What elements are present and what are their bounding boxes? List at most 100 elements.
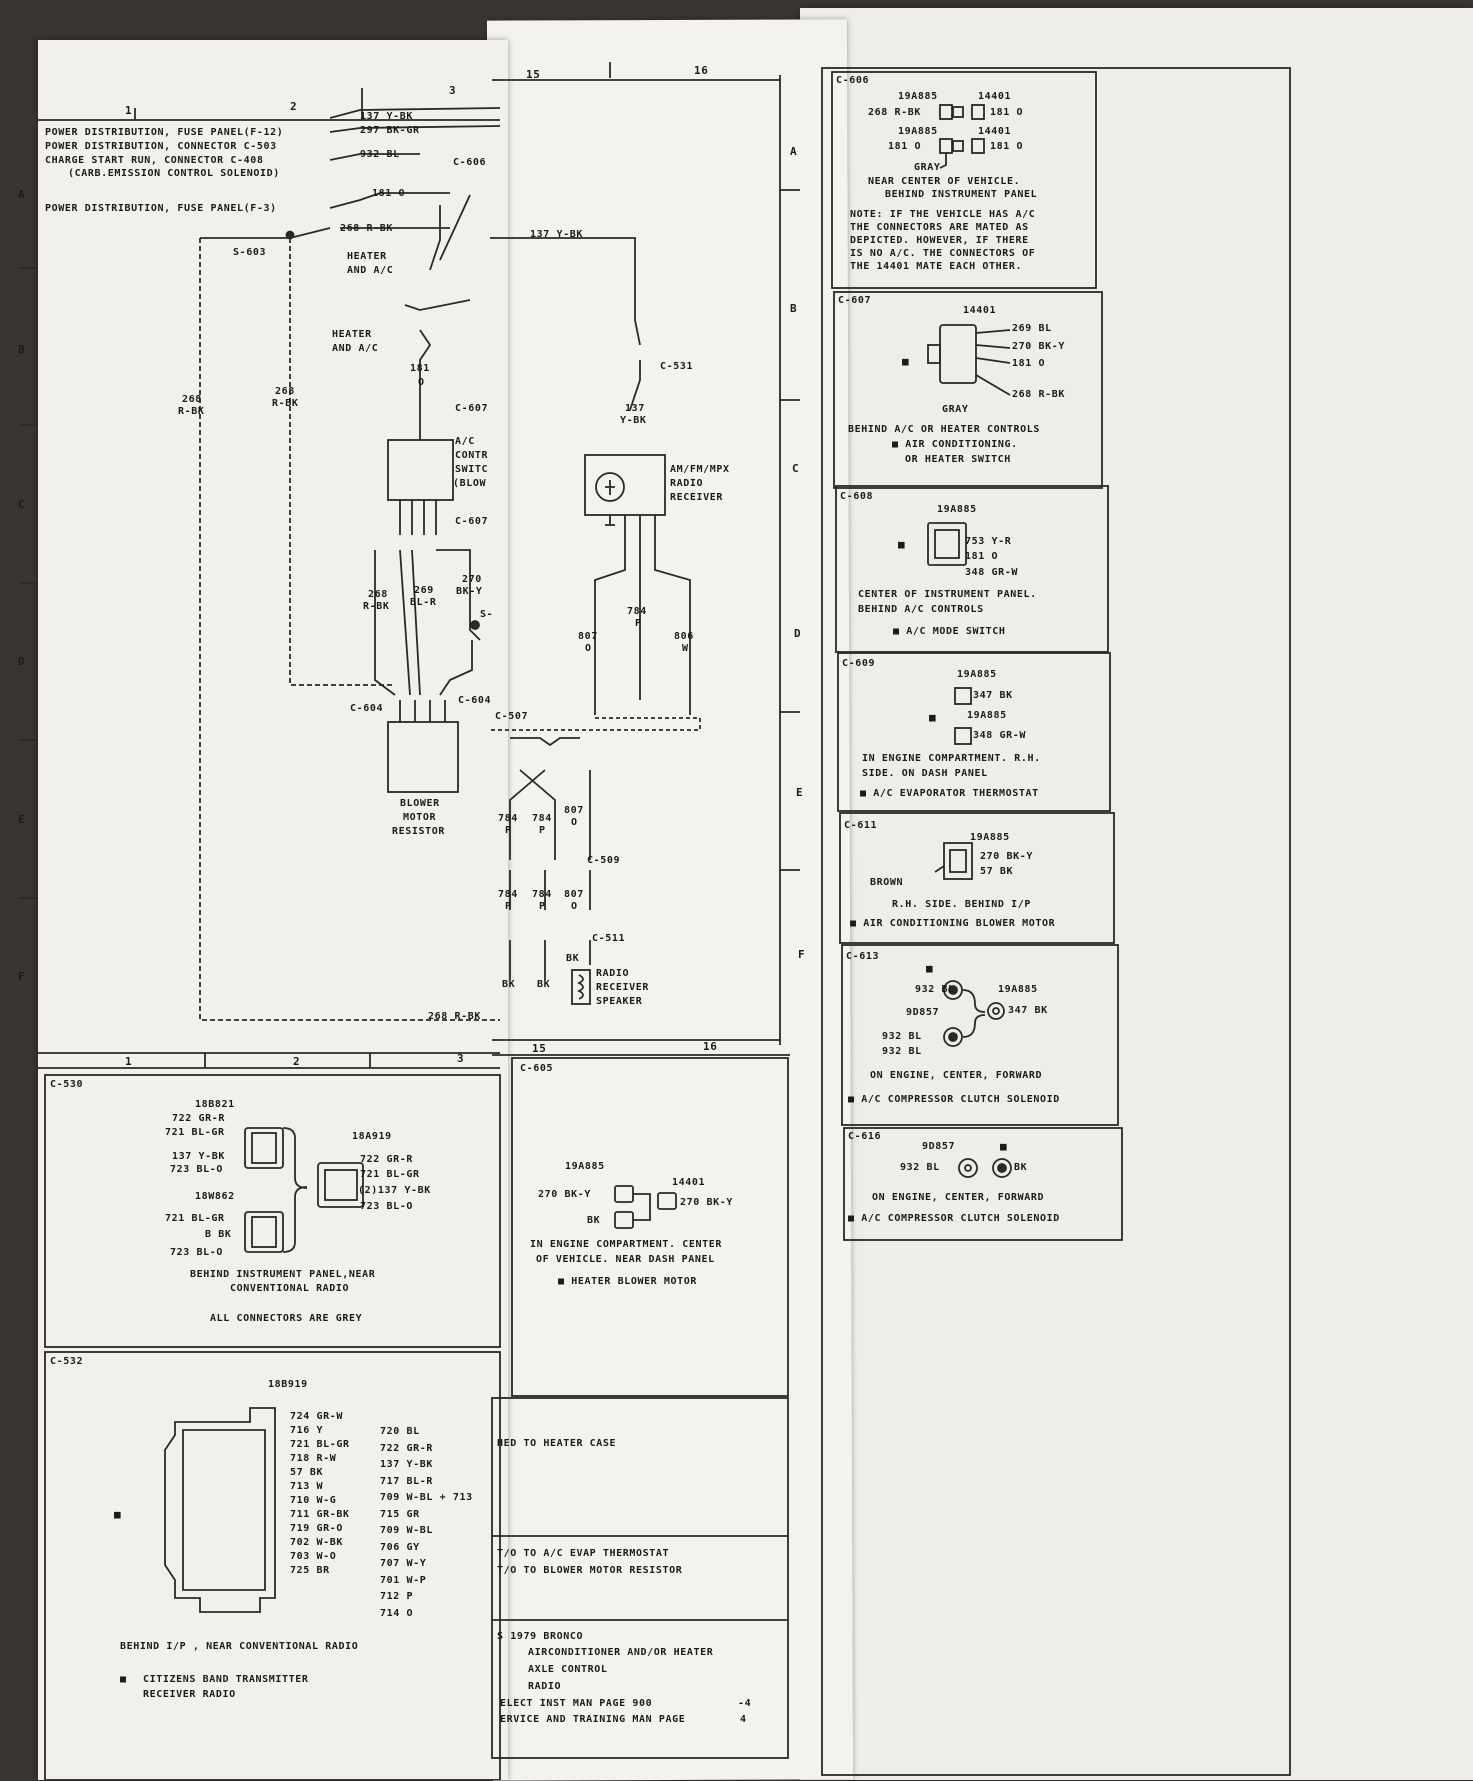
- wire-label: 722 GR-R: [360, 1154, 413, 1165]
- wire-label: O: [571, 901, 578, 912]
- wire-label: R-BK: [178, 406, 205, 417]
- wire-label: P: [505, 825, 512, 836]
- wire-label: 181 O: [965, 551, 999, 562]
- grid-col-16: 16: [694, 64, 709, 77]
- bullet-marker: ■: [902, 355, 910, 368]
- grid-col-3: 3: [449, 84, 457, 97]
- note-text: ALL CONNECTORS ARE GREY: [210, 1313, 363, 1324]
- grid-col-15-bottom: 15: [532, 1042, 547, 1055]
- note-text: IS NO A/C. THE CONNECTORS OF: [850, 248, 1036, 259]
- location-text: BEHIND INSTRUMENT PANEL,NEAR: [190, 1269, 376, 1280]
- wire-label: 268: [275, 386, 295, 397]
- wire-label: 709 W-BL + 713: [380, 1492, 473, 1503]
- note-line: T/O TO A/C EVAP THERMOSTAT: [497, 1548, 670, 1559]
- grid-row-b: B: [18, 343, 26, 356]
- wire-label: 712 P: [380, 1591, 414, 1602]
- source-wire: 181 O: [372, 188, 406, 199]
- grid-row-f-mid: F: [798, 948, 806, 961]
- wire-label: 270 BK-Y: [680, 1197, 733, 1208]
- wire-label: 715 GR: [380, 1508, 420, 1520]
- wire-label: (2)137 Y-BK: [358, 1185, 431, 1196]
- wire-label: 711 GR-BK: [290, 1509, 350, 1520]
- grid-row-c-mid: C: [792, 462, 800, 475]
- location-text: IN ENGINE COMPARTMENT. R.H.: [862, 753, 1041, 764]
- connector-id: C-605: [520, 1063, 554, 1074]
- bullet-marker: ■: [114, 1508, 122, 1521]
- grid-col-1: 1: [125, 104, 133, 117]
- wire-label: BK: [537, 979, 551, 990]
- bullet-marker: ■: [929, 711, 937, 724]
- wire-label: 347 BK: [1008, 1005, 1048, 1016]
- part-number: 19A885: [937, 504, 977, 515]
- location-text: OR HEATER SWITCH: [905, 454, 1011, 465]
- color-label: GRAY: [914, 162, 941, 173]
- reference-line: ERVICE AND TRAINING MAN PAGE: [500, 1714, 686, 1725]
- wire-label: 784: [627, 606, 647, 617]
- wire-label: 807: [564, 889, 584, 900]
- location-text: R.H. SIDE. BEHIND I/P: [892, 899, 1032, 910]
- component-label: RESISTOR: [392, 826, 445, 837]
- switch-label: AND A/C: [332, 343, 379, 354]
- wire-label: 268: [182, 394, 202, 405]
- left-wire-list: 724 GR-W 716 Y 721 BL-GR 718 R-W 57 BK 7…: [290, 1410, 350, 1578]
- part-number: 19A885: [998, 984, 1038, 995]
- location-text: SIDE. ON DASH PANEL: [862, 768, 988, 779]
- wire-label: 707 W-Y: [380, 1558, 427, 1569]
- wire-label: 270 BK-Y: [980, 851, 1033, 862]
- part-number: 9D857: [922, 1141, 956, 1152]
- part-number: 18B919: [268, 1379, 308, 1390]
- wire-label: 723 BL-O: [360, 1201, 413, 1212]
- part-number: 19A885: [898, 126, 938, 137]
- location-text: BEHIND I/P , NEAR CONVENTIONAL RADIO: [120, 1641, 359, 1652]
- splice-label: S-603: [233, 247, 267, 258]
- location-text: ■ A/C COMPRESSOR CLUTCH SOLENOID: [848, 1213, 1060, 1224]
- grid-col-2: 2: [290, 100, 298, 113]
- wire-label: 268 R-BK: [868, 107, 921, 118]
- part-number: 18A919: [352, 1131, 392, 1142]
- wire-label: 784: [498, 813, 518, 824]
- bullet-marker: ■: [898, 538, 906, 551]
- connector-id: C-606: [836, 75, 870, 86]
- wire-label: O: [418, 377, 425, 388]
- wire-label: 268: [368, 589, 388, 600]
- note-line: HED TO HEATER CASE: [497, 1438, 617, 1449]
- reference-line: ELECT INST MAN PAGE 900: [500, 1698, 653, 1709]
- wire-label: 714 O: [380, 1607, 414, 1619]
- connector-id: C-607: [838, 295, 872, 306]
- component-label: (BLOW: [453, 478, 487, 489]
- bullet-marker: ■: [120, 1674, 127, 1685]
- component-label: MOTOR: [403, 812, 437, 823]
- title-line: AIRCONDITIONER AND/OR HEATER: [528, 1647, 714, 1658]
- bullet-marker: ■: [1000, 1140, 1008, 1153]
- wire-label: 718 R-W: [290, 1453, 337, 1464]
- grid-row-d: D: [18, 655, 26, 668]
- connector-label: C-607: [455, 516, 489, 527]
- switch-label: HEATER: [332, 329, 372, 340]
- wire-label: 270: [462, 574, 482, 585]
- bullet-marker: ■: [926, 962, 934, 975]
- wire-label: 181 O: [990, 107, 1024, 118]
- grid-row-c: C: [18, 498, 26, 511]
- splice-label: S-: [480, 609, 494, 620]
- grid-row-e-mid: E: [796, 786, 804, 799]
- reference-page: -4: [738, 1698, 752, 1709]
- wire-label: 137: [625, 403, 645, 414]
- right-wire-list: 720 BL 722 GR-R 137 Y-BK 717 BL-R 709 W-…: [380, 1424, 473, 1622]
- connector-label: C-511: [592, 933, 626, 944]
- component-label: AM/FM/MPX: [670, 464, 730, 475]
- wire-label: 721 BL-GR: [165, 1127, 225, 1138]
- component-label: BLOWER: [400, 798, 440, 809]
- part-number: 14401: [672, 1177, 706, 1188]
- part-number: 14401: [978, 126, 1012, 137]
- connector-id: C-616: [848, 1131, 882, 1142]
- wire-label: P: [539, 825, 546, 836]
- component-text: RECEIVER RADIO: [143, 1689, 236, 1700]
- component-label: RECEIVER: [596, 982, 649, 993]
- part-number: 19A885: [967, 710, 1007, 721]
- wire-label: 723 BL-O: [170, 1247, 223, 1258]
- wire-label: 57 BK: [980, 866, 1014, 877]
- wire-label: 269 BL: [1012, 323, 1052, 334]
- wire-label: 806: [674, 631, 694, 642]
- wire-label: BK: [566, 953, 580, 964]
- component-label: SWITC: [455, 464, 489, 475]
